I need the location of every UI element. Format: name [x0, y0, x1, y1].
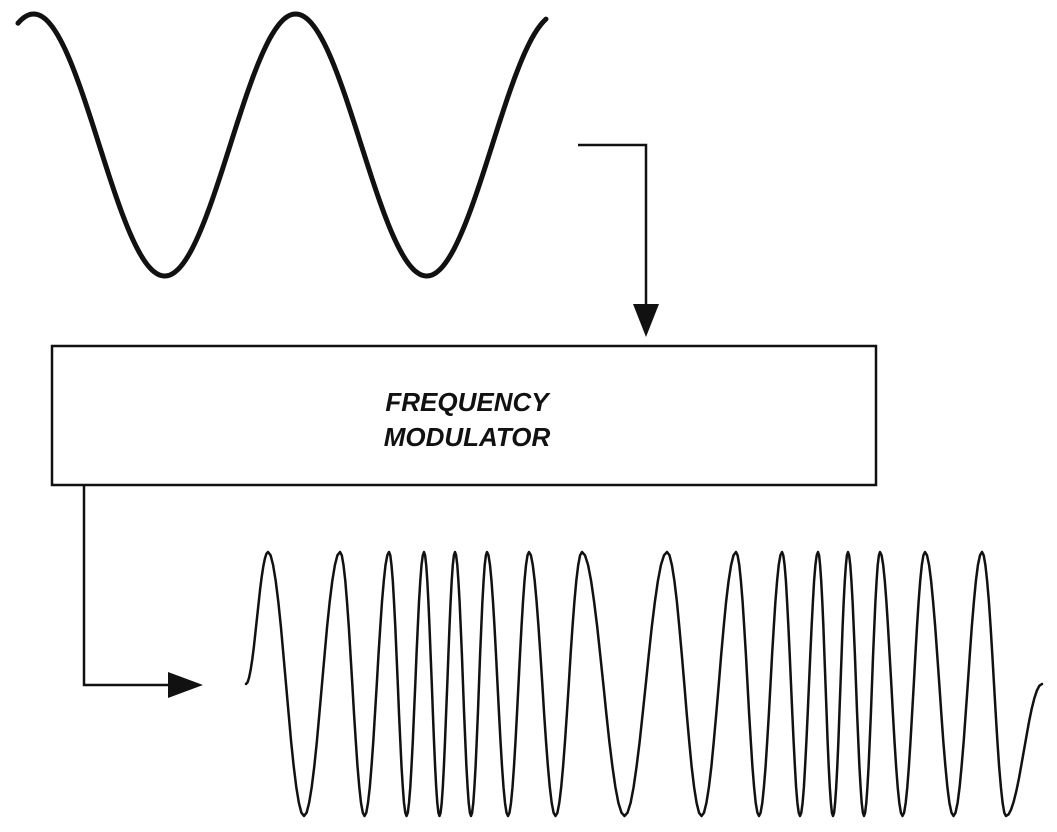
input-sine-wave: [15, 11, 549, 279]
output-arrow-line: [82, 485, 176, 687]
frequency-modulator-box: [50, 344, 878, 487]
fm-output-wave: [244, 550, 1044, 818]
input-arrow-head: [633, 304, 659, 337]
input-arrow-line: [578, 143, 648, 308]
output-arrow-head: [168, 672, 203, 698]
modulator-label-line1: FREQUENCY: [385, 387, 551, 417]
modulator-label-line2: MODULATOR: [384, 422, 551, 452]
